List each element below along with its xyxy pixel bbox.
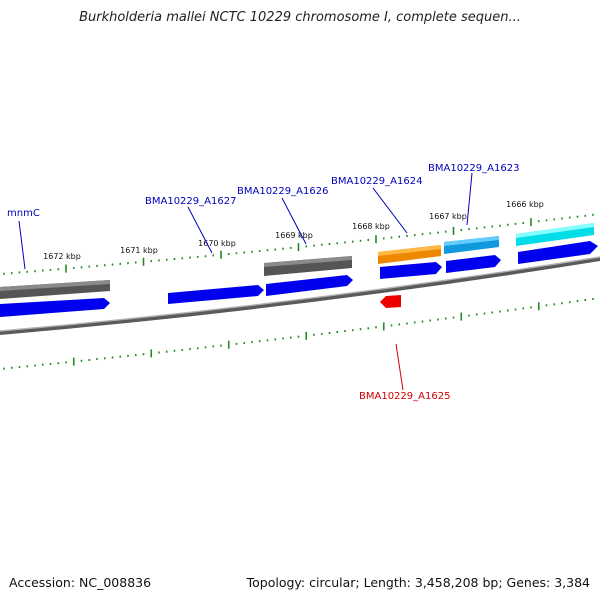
tick-label-1670: 1670 kbp xyxy=(198,239,236,248)
gene-track-colored xyxy=(0,223,594,299)
tick-label-1668: 1668 kbp xyxy=(352,222,390,231)
gene-label-a1627[interactable]: BMA10229_A1627 xyxy=(145,196,236,207)
gene-forward-6[interactable] xyxy=(518,241,598,264)
tick-label-1669: 1669 kbp xyxy=(275,231,313,240)
gene-forward-3[interactable] xyxy=(266,275,353,296)
gene-forward-1[interactable] xyxy=(0,298,110,317)
gene-label-a1625[interactable]: BMA10229_A1625 xyxy=(359,391,450,402)
gene-orange-a1624-highlight xyxy=(378,245,441,256)
tick-track-outer xyxy=(3,213,594,275)
accession-text: Accession: NC_008836 xyxy=(9,575,152,590)
gene-label-a1626[interactable]: BMA10229_A1626 xyxy=(237,186,328,197)
topology-summary: Topology: circular; Length: 3,458,208 bp… xyxy=(246,575,590,590)
gene-gray-mnmC-highlight xyxy=(0,280,110,291)
gene-forward-2[interactable] xyxy=(168,285,264,304)
gene-label-a1624[interactable]: BMA10229_A1624 xyxy=(331,176,422,187)
gene-track-forward xyxy=(0,241,598,317)
gene-reverse-a1625[interactable] xyxy=(380,295,401,308)
gene-forward-4[interactable] xyxy=(380,262,442,279)
map-title: Burkholderia mallei NCTC 10229 chromosom… xyxy=(79,10,521,25)
tick-label-1667: 1667 kbp xyxy=(429,212,467,221)
chromosome-backbone-highlight xyxy=(0,256,600,332)
tick-track-inner xyxy=(3,298,594,370)
gene-lightblue-a1623-highlight xyxy=(444,236,499,246)
gene-forward-5[interactable] xyxy=(446,255,501,273)
gene-label-mnmC[interactable]: mnmC xyxy=(7,208,40,219)
gene-label-a1623[interactable]: BMA10229_A1623 xyxy=(428,163,519,174)
gene-gray-a1626-highlight xyxy=(264,256,352,267)
tick-label-1672: 1672 kbp xyxy=(43,252,81,261)
chromosome-backbone xyxy=(0,257,600,335)
tick-label-1671: 1671 kbp xyxy=(120,246,158,255)
gene-cyan-highlight xyxy=(516,223,594,238)
tick-label-1666: 1666 kbp xyxy=(506,200,544,209)
leader-lines xyxy=(18,172,473,391)
